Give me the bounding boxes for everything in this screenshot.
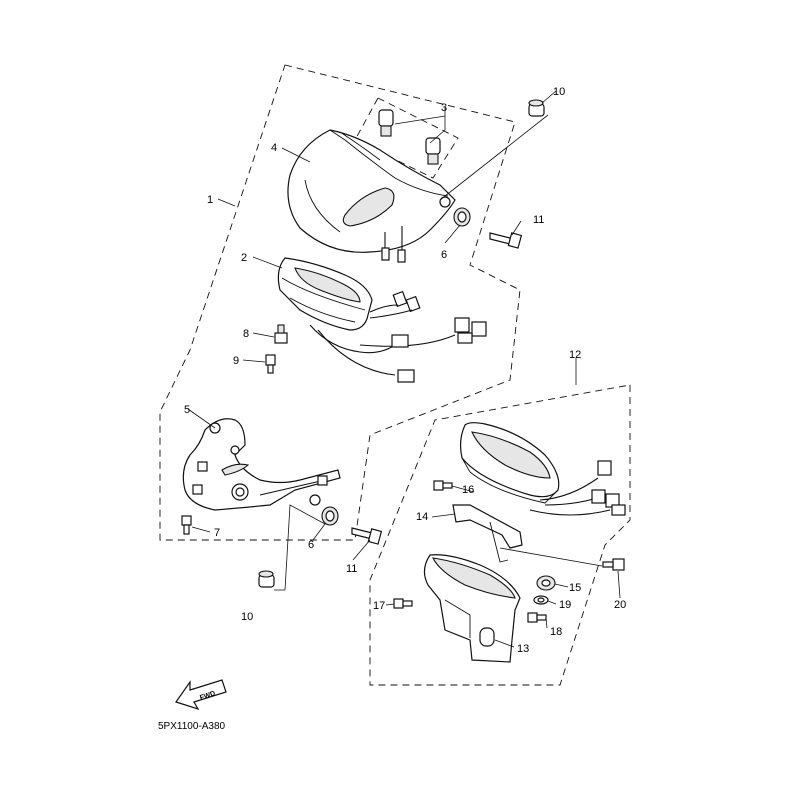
bracket-part-14 [452, 504, 523, 563]
callout-4: 4 [271, 142, 277, 154]
meter-cover-part-4 [287, 129, 456, 263]
nut-part-10-upper [528, 99, 545, 117]
screw-part-9 [265, 354, 276, 374]
callout-6b: 6 [308, 539, 314, 551]
diagram-code: 5PX1100-A380 [158, 721, 226, 732]
callout-15: 15 [569, 582, 581, 594]
part-3-group-box [354, 97, 459, 179]
grommet-part-6-lower [321, 506, 339, 526]
callout-3: 3 [441, 102, 447, 114]
grommet-part-15 [536, 575, 556, 591]
callout-19: 19 [559, 599, 571, 611]
callout-20: 20 [614, 599, 626, 611]
screw-part-18 [527, 612, 547, 623]
callout-10b: 10 [241, 611, 253, 623]
callout-11b: 11 [346, 563, 357, 575]
leader-lines [187, 90, 621, 648]
callout-9: 9 [233, 355, 239, 367]
screw-part-7 [181, 515, 192, 535]
bolt-part-11-lower [351, 527, 383, 545]
callout-13: 13 [517, 643, 529, 655]
bolt-part-20 [602, 558, 625, 571]
lower-case-part-13 [423, 554, 521, 663]
callout-7: 7 [214, 527, 220, 539]
nut-part-10-lower [258, 570, 275, 588]
washer-part-19 [533, 595, 549, 605]
collar-part-8 [274, 324, 288, 344]
assembly-1-boundary [159, 64, 521, 541]
bulb-part-3 [378, 109, 441, 165]
callout-12: 12 [569, 349, 581, 361]
fwd-label: FWD [199, 690, 216, 702]
bracket-part-5 [182, 418, 341, 511]
meter-assembly-part-2 [277, 257, 487, 383]
callout-6a: 6 [441, 249, 447, 261]
callout-18: 18 [550, 626, 562, 638]
callout-5: 5 [184, 404, 190, 416]
callout-1: 1 [207, 194, 213, 206]
callout-14: 14 [416, 511, 428, 523]
grommet-part-6-upper [453, 207, 471, 227]
screw-part-16 [433, 480, 453, 491]
assembly-12-boundary [369, 384, 631, 686]
callout-16: 16 [462, 484, 474, 496]
fwd-arrow-icon: FWD [175, 679, 227, 711]
meter-assembly-part-12 [459, 422, 626, 516]
callout-11a: 11 [533, 214, 544, 226]
callout-labels: 1 2 3 4 5 6 6 7 8 9 10 10 11 11 12 13 14… [184, 86, 626, 655]
callout-10a: 10 [553, 86, 565, 98]
callout-8: 8 [243, 328, 249, 340]
callout-2: 2 [241, 252, 247, 264]
callout-17: 17 [373, 600, 385, 612]
screw-part-17 [393, 598, 413, 609]
bolt-part-11-upper [489, 232, 523, 249]
